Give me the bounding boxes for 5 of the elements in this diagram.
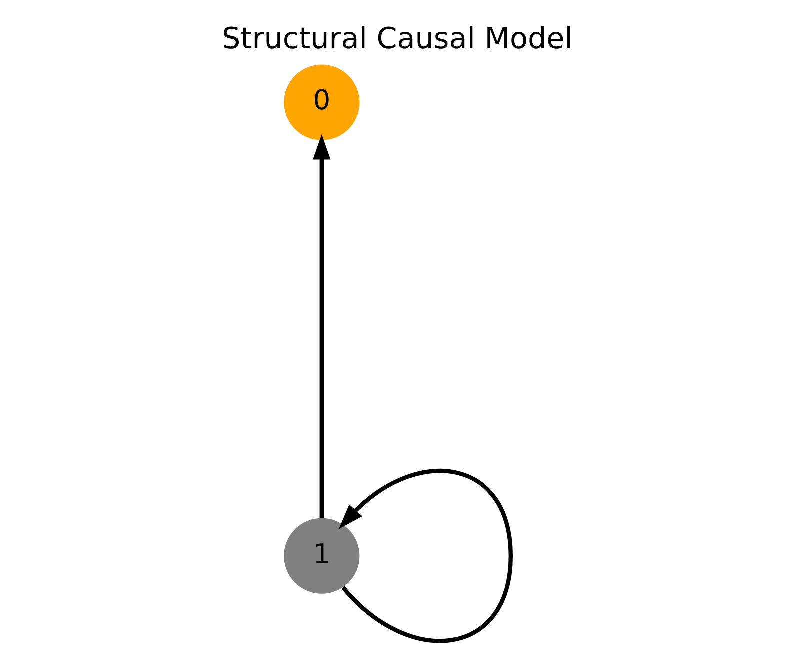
arrow [312,134,330,518]
arrow [338,469,512,643]
node-circle: 0 [284,64,360,140]
diagram-title: Structural Causal Model [222,21,572,56]
node-circle: 1 [284,518,360,594]
